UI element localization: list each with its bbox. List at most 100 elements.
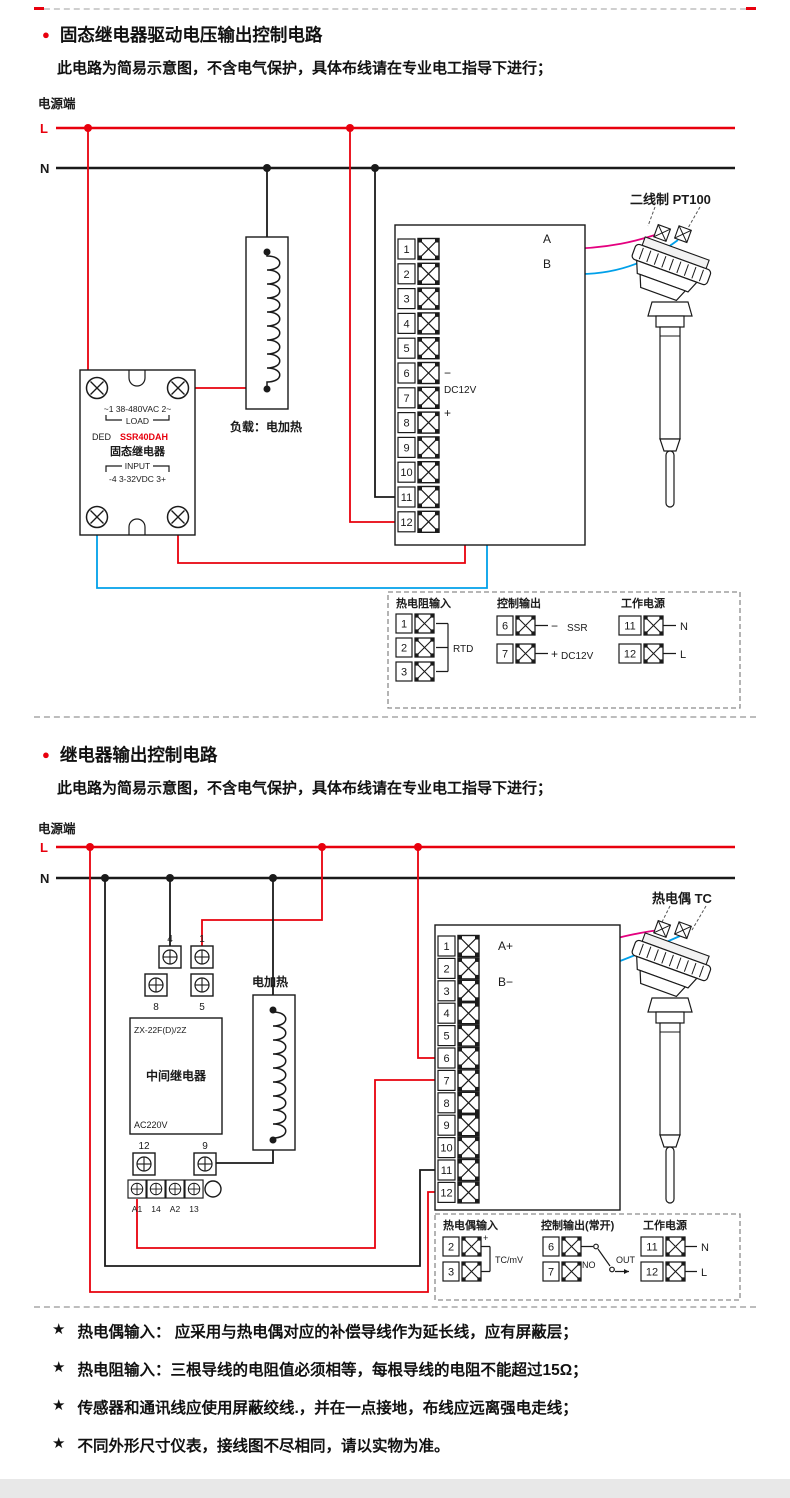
terminal-row: 1 <box>437 934 480 958</box>
terminal-number-box <box>437 1136 456 1159</box>
section2-subtitle: 此电路为简易示意图，不含电气保护，具体布线请在专业电工指导下进行； <box>57 780 553 797</box>
terminal-number-box <box>437 935 456 957</box>
terminal-number: 2 <box>403 269 409 281</box>
wire-n-to-terminal11 <box>104 878 459 1267</box>
junction-dot <box>263 164 271 172</box>
legend-tc-plus: + <box>483 1233 488 1243</box>
terminal-number-box <box>437 980 456 1002</box>
terminal-number-box <box>496 643 514 664</box>
terminal-row: 2 <box>437 957 480 980</box>
screw-terminal-icon <box>644 616 663 635</box>
star-icon: ★ <box>52 1321 66 1338</box>
terminal-row: 8 <box>397 411 440 434</box>
terminal-row: 4 <box>437 1002 480 1025</box>
dc12v-label: DC12V <box>444 385 477 396</box>
thermocouple-sensor-group: 热电偶 TC <box>622 891 723 1204</box>
terminal-row: 12 <box>437 1181 480 1204</box>
terminal-number: 11 <box>401 492 412 504</box>
screw-terminal-icon <box>417 411 440 434</box>
load-top-terminal <box>263 248 271 256</box>
power-terminal-label: 电源端 <box>38 96 76 111</box>
section2-title-row: ● 继电器输出控制电路 <box>42 742 217 767</box>
terminal-number: 6 <box>548 1242 554 1254</box>
relay-voltage: AC220V <box>134 1120 168 1130</box>
terminal-row: 12 <box>397 510 440 533</box>
junction-dot <box>84 124 92 132</box>
terminal-number-box <box>640 1236 664 1257</box>
screw-terminal-icon <box>417 485 440 509</box>
wire-a-label: A <box>543 232 551 246</box>
terminal-row: 2 <box>442 1236 481 1257</box>
junction-dot <box>86 843 94 851</box>
section-divider <box>34 716 756 718</box>
junction-dot <box>346 124 354 132</box>
relay-mounting-hole <box>204 1180 222 1198</box>
bullet-icon: ● <box>42 27 50 42</box>
terminal-number: 12 <box>624 649 636 661</box>
terminal-number: 2 <box>443 963 449 975</box>
legend-out-title: 控制输出 <box>497 596 541 610</box>
legend-n-label: N <box>701 1242 709 1254</box>
legend-l-label: L <box>680 649 686 661</box>
legend-tc-terminals: 23 <box>442 1236 481 1282</box>
terminal-row: 7 <box>437 1069 480 1092</box>
legend-out-terminals: 67 <box>496 615 535 664</box>
line-n-label: N <box>40 871 49 886</box>
screw-terminal-icon <box>457 957 480 980</box>
star-icon: ★ <box>52 1397 66 1414</box>
screw-terminal-icon <box>417 337 440 360</box>
load-bottom-terminal <box>263 385 271 393</box>
screw-terminal-icon <box>516 644 535 663</box>
terminal-row: 5 <box>437 1024 480 1047</box>
screw-terminal-icon <box>457 1069 480 1092</box>
terminal-number-box <box>437 1069 456 1092</box>
heater-coil <box>272 1010 287 1140</box>
legend-out-label: OUT <box>616 1255 636 1265</box>
load-label: 负载：电加热 <box>230 419 302 434</box>
terminal-row: 1 <box>395 613 434 634</box>
screw-terminal-icon <box>457 979 480 1002</box>
footnote-text: 不同外形尺寸仪表，接线图不尽相同，请以实物为准。 <box>77 1438 450 1455</box>
terminal-row: 12 <box>618 643 663 664</box>
ssr-ac-row: ~1 38-480VAC 2~ <box>104 404 171 414</box>
terminal-row: 3 <box>397 287 440 310</box>
relay-terminal-12: 12 <box>138 1141 150 1152</box>
ssr-name: 固态继电器 <box>110 444 166 458</box>
terminal-number: 5 <box>443 1031 449 1043</box>
legend-tcmv-label: TC/mV <box>495 1255 523 1265</box>
terminal-number-box <box>397 461 416 483</box>
screw-terminal-icon <box>562 1237 581 1256</box>
screw-terminal-icon <box>417 386 440 409</box>
screw-terminal-icon <box>644 644 663 663</box>
terminal-number-box <box>442 1236 460 1257</box>
legend-minus: − <box>551 619 558 633</box>
junction-dot <box>166 874 174 882</box>
terminal-row: 10 <box>397 461 440 484</box>
terminal-number-box <box>397 436 416 458</box>
terminal-number-box <box>542 1261 560 1282</box>
heater-coil <box>266 252 281 390</box>
footnote-text: 热电偶输入： 应采用与热电偶对应的补偿导线作为延长线，应有屏蔽层； <box>77 1324 578 1341</box>
screw-terminal-icon <box>457 934 480 958</box>
label-leader-lines <box>647 206 701 229</box>
screw-terminal-icon <box>457 1158 480 1182</box>
terminal-number-box <box>618 615 642 636</box>
terminal-number: 7 <box>443 1075 449 1087</box>
footnote-text: 传感器和通讯线应使用屏蔽绞线.，并在一点接地，布线应远离强电走线； <box>77 1400 578 1417</box>
terminal-number-box <box>437 1181 456 1204</box>
footnote-text: 热电阻输入：三根导线的电阻值必须相等，每根导线的电阻不能超过15Ω； <box>77 1362 588 1379</box>
terminal-number: 1 <box>443 941 449 953</box>
section-divider <box>34 1306 756 1308</box>
section2-title: 继电器输出控制电路 <box>59 745 218 765</box>
terminal-number-box <box>437 1024 456 1047</box>
terminal-row: 9 <box>437 1113 480 1137</box>
ssr-brand: DED <box>92 432 112 442</box>
line-l-label: L <box>40 121 48 136</box>
legend-circuit2: 热电偶输入 23 + TC/mV 控制输出(常开) 67 NO OUT 工作电源… <box>434 1213 741 1301</box>
star-icon: ★ <box>52 1359 66 1376</box>
terminal-row: 11 <box>640 1236 685 1257</box>
heater: 电加热 <box>252 974 296 1151</box>
